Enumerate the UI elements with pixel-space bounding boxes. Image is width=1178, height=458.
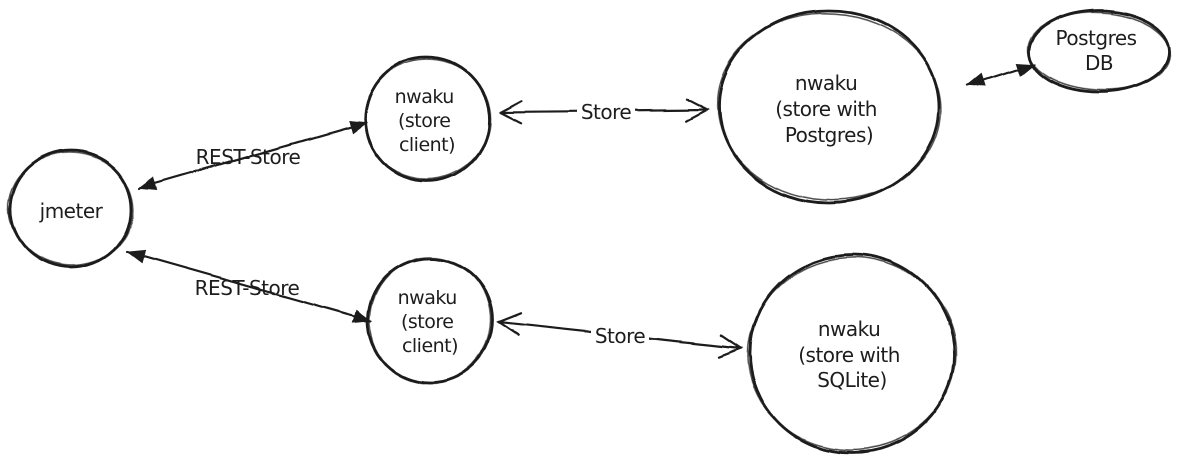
store-postgres-circle-overdraw (716, 13, 942, 201)
store-client-top-label-line3: client) (399, 134, 455, 156)
store-sqlite-label-line2: (store with (798, 343, 900, 367)
store-client-bottom-label-line2: (store (401, 311, 453, 333)
store-client-top-circle (363, 55, 491, 183)
edge-store-bottom: Store (495, 312, 744, 358)
store-postgres-label: nwaku (store with Postgres) (775, 71, 883, 147)
rest-store-top-arrow-label: REST-Store (196, 145, 301, 169)
store-client-top-label: nwaku (store client) (395, 86, 460, 156)
postgres-db-label: Postgres DB (1056, 26, 1143, 75)
node-postgres-db: Postgres DB (1026, 8, 1172, 94)
store-client-bottom-label-line1: nwaku (398, 287, 457, 309)
store-client-bottom-label: nwaku (store client) (398, 287, 463, 357)
rest-store-bottom-arrow-label: REST-Store (195, 276, 300, 300)
postgres-db-link-arrow (966, 62, 1036, 87)
store-sqlite-circle-overdraw (747, 257, 957, 451)
store-sqlite-label-line3: SQLite) (817, 368, 887, 392)
store-top-arrow-label-bg (577, 98, 635, 125)
rest-store-top-arrow (138, 120, 368, 191)
store-bottom-arrow-label-bg (591, 322, 649, 349)
postgres-db-ellipse-overdraw (1026, 11, 1172, 91)
store-sqlite-label-line1: nwaku (818, 317, 880, 341)
rest-store-bottom-arrow (125, 249, 373, 324)
node-store-sqlite: nwaku (store with SQLite) (747, 253, 957, 455)
store-sqlite-label: nwaku (store with SQLite) (798, 317, 906, 392)
store-postgres-label-line2: (store with (775, 97, 877, 121)
jmeter-circle-overdraw (7, 151, 135, 267)
edge-postgres-db-link (966, 62, 1036, 87)
postgres-db-label-line2: DB (1085, 51, 1113, 75)
edge-rest-store-bottom: REST-Store (125, 249, 373, 324)
node-store-client-top: nwaku (store client) (363, 55, 491, 183)
postgres-db-ellipse (1026, 8, 1172, 94)
postgres-db-label-line1: Postgres (1056, 26, 1137, 50)
store-postgres-label-line1: nwaku (795, 71, 857, 95)
node-store-client-bottom: nwaku (store client) (366, 256, 494, 384)
store-client-top-label-line1: nwaku (395, 86, 454, 108)
jmeter-circle (8, 148, 134, 270)
store-postgres-circle (717, 9, 941, 205)
store-top-arrow-label: Store (581, 100, 632, 124)
jmeter-label: jmeter (39, 199, 104, 223)
store-sqlite-circle (748, 253, 956, 455)
store-postgres-label-line3: Postgres) (785, 123, 873, 147)
node-store-postgres: nwaku (store with Postgres) (716, 9, 942, 205)
store-client-bottom-label-line3: client) (402, 335, 458, 357)
edge-rest-store-top: REST-Store (138, 120, 368, 191)
store-client-top-label-line2: (store (398, 110, 450, 132)
node-jmeter: jmeter (7, 148, 135, 270)
edge-store-top: Store (498, 98, 710, 125)
store-bottom-arrow-label: Store (595, 324, 646, 348)
